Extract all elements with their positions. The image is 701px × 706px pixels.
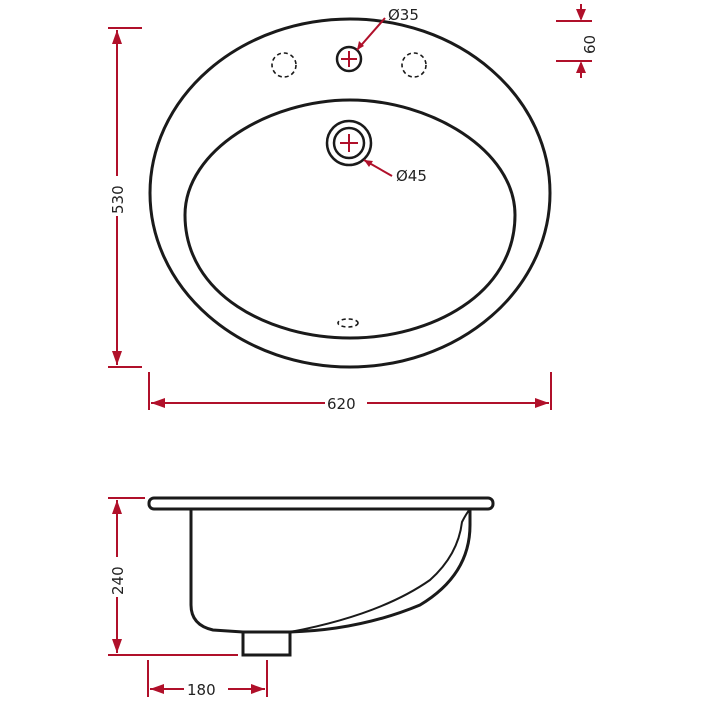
deck-arrow-top [576,9,586,21]
side-bowl-inner [289,508,471,633]
faucet-hole [335,45,363,73]
width-dim-label: 620 [327,395,356,413]
drain-leader-arrow [364,160,373,167]
depth-arrow-bottom [112,639,122,653]
drain-offset-label: 180 [187,681,216,699]
side-rim [147,496,495,511]
width-arrow-left [151,398,165,408]
deck-offset-label: 60 [581,35,599,54]
deck-arrow-bottom [576,61,586,73]
side-drain-outlet [241,632,292,657]
drain-offset-label-bg [184,679,228,699]
drain-offset-arrow-right [251,684,265,694]
top-view: Ø35 Ø45 530 620 60 [106,4,599,413]
drain-offset-arrow-left [150,684,164,694]
depth-arrow-top [112,500,122,514]
depth-dim-label: 240 [109,566,127,595]
height-dim-label: 530 [109,185,127,214]
side-view: 240 180 [106,496,495,699]
drain-hole-outer [325,119,373,167]
width-label-bg [325,393,367,413]
faucet-hole-label: Ø35 [388,6,419,24]
basin-outer-rim [148,17,552,369]
height-label-bg [106,176,128,216]
depth-label-bg [106,557,128,597]
optional-hole-right [401,52,427,78]
overflow-slot [337,318,359,328]
height-arrow-top [112,30,122,44]
side-bowl [189,509,472,634]
height-arrow-bottom [112,351,122,365]
drain-hole-inner [332,126,366,160]
width-arrow-right [535,398,549,408]
deck-label-bg [576,28,596,54]
basin-inner-bowl [183,98,517,340]
drain-hole-label: Ø45 [396,167,427,185]
optional-hole-left [271,52,297,78]
faucet-leader-arrow [357,41,364,50]
